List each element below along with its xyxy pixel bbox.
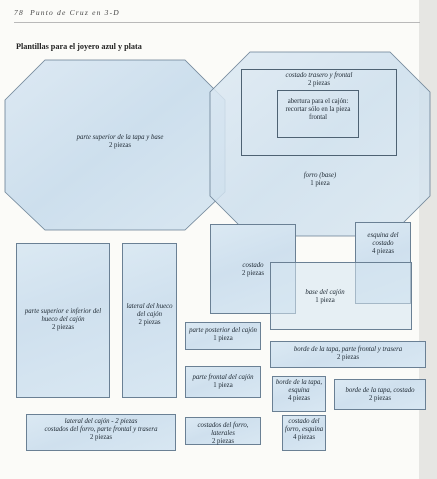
label-abertura-line1: abertura para el cajón: [287,98,349,105]
pattern-costado-forro-esquina [282,415,326,451]
label-posterior-cajon-name: parte posterior del cajón [189,327,257,334]
label-costados-forro-laterales-count: 2 piezas [211,438,235,446]
label-hueco-superior-line2: hueco del cajón [41,316,85,324]
header-rule [14,22,420,23]
label-borde-tapa-frontal-name: borde de la tapa, parte frontal y traser… [293,346,403,353]
label-borde-tapa-esquina-count: 4 piezas [287,395,311,403]
label-posterior-cajon: parte posterior del cajón 1 pieza [185,327,261,343]
label-costados-forro-laterales: costados del forro, laterales 2 piezas [185,422,261,447]
pattern-borde-tapa-costado [334,379,426,410]
pattern-tapa-octagon [4,59,226,231]
label-base-cajon: base del cajón 1 pieza [280,289,370,305]
label-lateral-cajon: lateral del cajón - 2 piezas costados de… [26,418,176,443]
pattern-hueco-superior [16,243,110,398]
label-forro-base-count: 1 pieza [310,180,330,188]
label-costado-trasero-count: 2 piezas [307,80,331,88]
pattern-lateral-cajon [26,414,176,451]
label-base-cajon-name: base del cajón [305,289,345,296]
label-borde-tapa-costado-name: borde de la tapa, costado [345,387,415,394]
pattern-posterior-cajon [185,322,261,350]
label-frontal-cajon: parte frontal del cajón 1 pieza [185,374,261,390]
pattern-frontal-cajon [185,366,261,398]
label-costado-forro-esquina-line1: costado del [288,418,320,425]
running-header: 78 Punto de Cruz en 3-D [14,8,120,17]
pattern-borde-tapa-esquina [272,376,326,412]
label-borde-tapa-esquina: borde de la tapa, esquina 4 piezas [272,379,326,404]
label-tapa-name: parte superior de la tapa y base [76,134,164,141]
label-borde-tapa-esquina-line2: esquina [288,387,310,395]
label-base-cajon-count: 1 pieza [315,297,335,305]
label-abertura-line2: recortar sólo en la pieza [285,106,351,114]
label-borde-tapa-esquina-line1: borde de la tapa, [275,379,323,386]
label-abertura-line3: frontal [308,114,328,122]
pattern-abertura-outline [277,90,359,138]
label-lateral-cajon-line2: costados del forro, parte frontal y tras… [44,426,158,434]
label-costado-forro-esquina: costado del forro, esquina 4 piezas [280,418,328,443]
label-lateral-cajon-line1: lateral del cajón - 2 piezas [64,418,138,425]
label-costado-forro-esquina-line2: forro, esquina [284,426,324,434]
label-lateral-cajon-count: 2 piezas [89,434,113,442]
label-borde-tapa-costado: borde de la tapa, costado 2 piezas [334,387,426,403]
label-esquina-costado: esquina del costado 4 piezas [355,232,411,257]
label-costado-name: costado [242,262,264,269]
label-hueco-superior-count: 2 piezas [51,324,75,332]
label-frontal-cajon-count: 1 pieza [213,382,233,390]
label-costados-forro-laterales-name: costados del forro, laterales [197,422,249,438]
page-number: 78 [14,8,24,17]
label-lateral-hueco: lateral del hueco del cajón 2 piezas [122,303,177,328]
label-hueco-superior: parte superior e inferior del hueco del … [18,308,108,333]
pattern-costado-trasero-outline [241,69,397,156]
pattern-costados-forro-laterales [185,417,261,445]
running-head: Punto de Cruz en 3-D [30,8,120,17]
label-forro-base-name: forro (base) [303,172,337,179]
label-frontal-cajon-name: parte frontal del cajón [192,374,254,381]
label-lateral-hueco-count: 2 piezas [138,319,161,327]
label-costado: costado 2 piezas [212,262,294,278]
label-tapa: parte superior de la tapa y base 2 pieza… [60,134,180,150]
label-abertura: abertura para el cajón: recortar sólo en… [279,98,357,123]
label-borde-tapa-costado-count: 2 piezas [368,395,392,403]
label-esquina-costado-count: 4 piezas [371,248,395,256]
pattern-borde-tapa-frontal [270,341,426,368]
pattern-lateral-hueco [122,243,177,398]
label-costado-forro-esquina-count: 4 piezas [292,434,316,442]
label-borde-tapa-frontal: borde de la tapa, parte frontal y traser… [270,346,426,362]
label-forro-base: forro (base) 1 pieza [280,172,360,188]
label-esquina-costado-line2: costado [372,240,394,248]
label-lateral-hueco-line1: lateral del hueco [126,303,173,310]
label-posterior-cajon-count: 1 pieza [213,335,233,343]
label-esquina-costado-line1: esquina del [367,232,399,239]
label-hueco-superior-line1: parte superior e inferior del [24,308,102,315]
label-costado-count: 2 piezas [241,270,265,278]
label-borde-tapa-frontal-count: 2 piezas [336,354,360,362]
label-costado-trasero: costado trasero y frontal 2 piezas [260,72,378,88]
label-lateral-hueco-line2: del cajón [136,311,163,319]
label-tapa-count: 2 piezas [108,142,132,150]
section-title: Plantillas para el joyero azul y plata [16,42,142,51]
pattern-base-cajon [270,262,412,330]
label-costado-trasero-name: costado trasero y frontal [285,72,353,79]
